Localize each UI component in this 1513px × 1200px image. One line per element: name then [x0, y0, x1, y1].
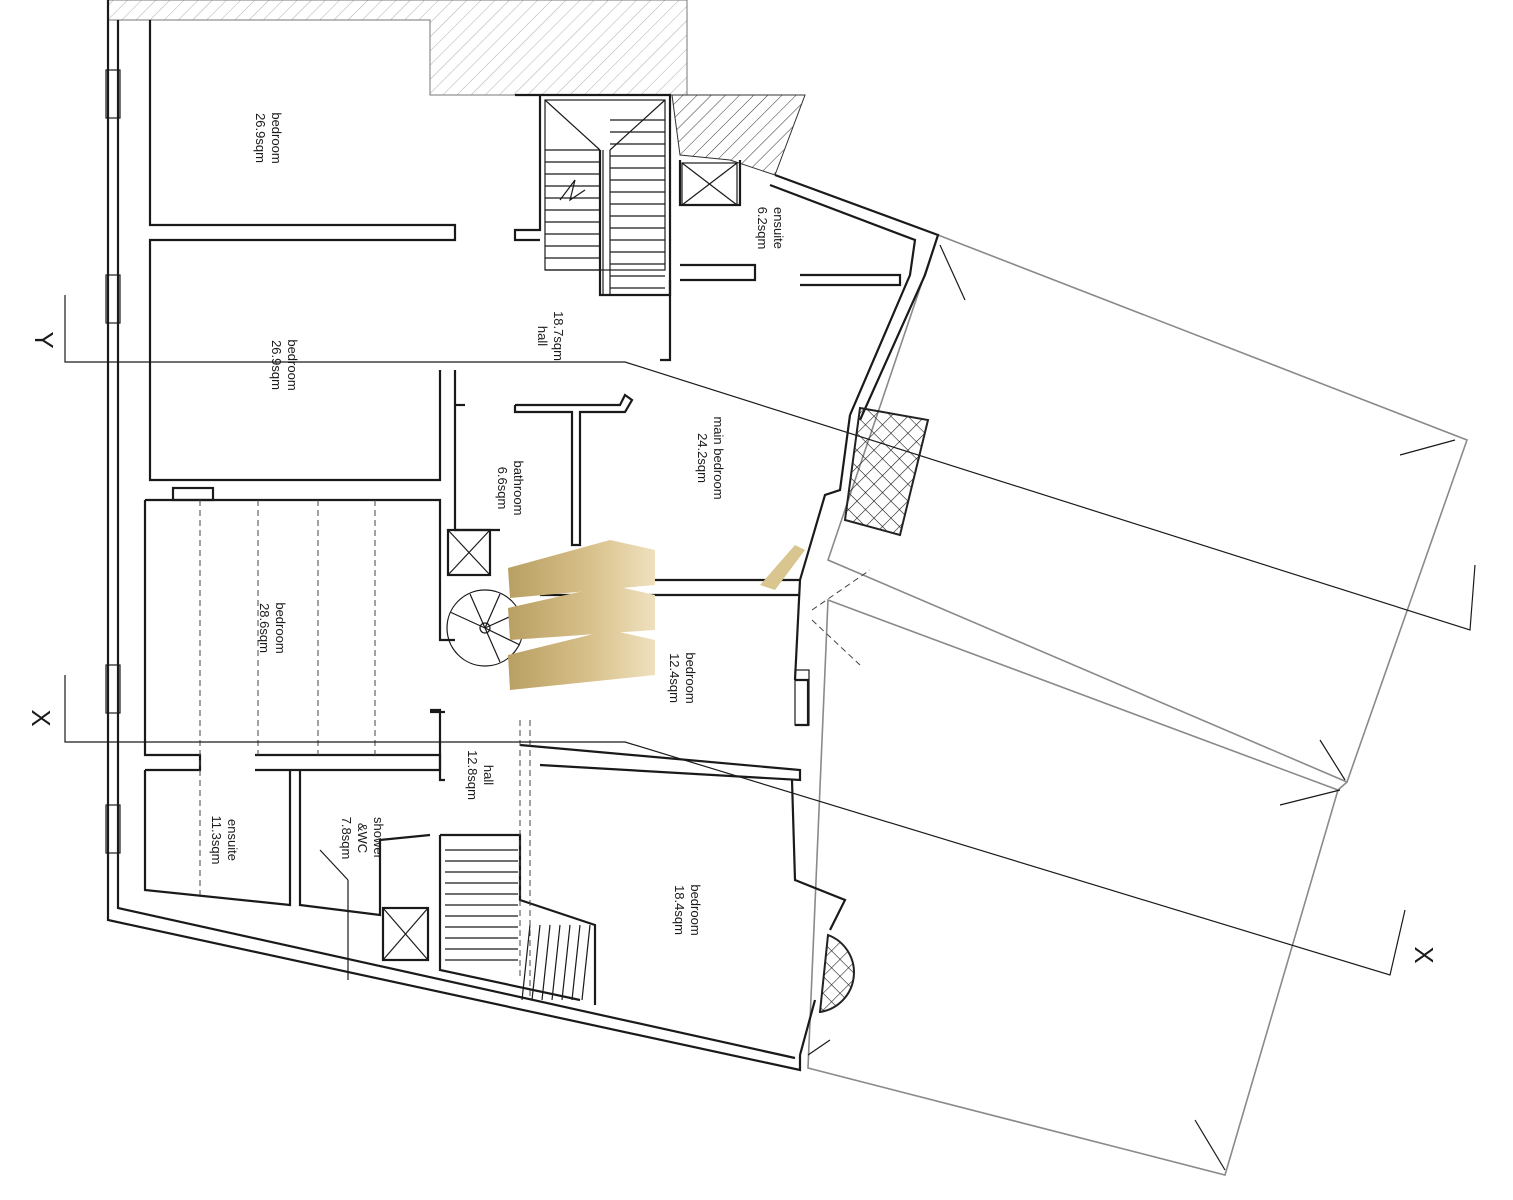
section-x-left: X	[26, 709, 56, 726]
outer-walls	[106, 0, 940, 1072]
room-bed4-name: bedroom	[683, 652, 698, 703]
room-bath-area: 6.6sqm	[495, 467, 510, 510]
room-bed5-name: bedroom	[688, 884, 703, 935]
room-bed5-area: 18.4sqm	[672, 885, 687, 935]
room-hall2-area: 12.8sqm	[465, 750, 480, 800]
stair-tread	[521, 924, 531, 1001]
room-bed4-area: 12.4sqm	[667, 653, 682, 703]
stair-tread	[609, 99, 666, 151]
staircase-upper	[544, 99, 738, 295]
stair-tread	[581, 924, 591, 1001]
room-bed3-area: 28.6sqm	[257, 603, 272, 653]
watermark-logo	[508, 540, 805, 690]
neighbour-hatch	[107, 0, 806, 176]
room-ens2-name: ensuite	[771, 207, 786, 249]
room-main-area: 24.2sqm	[695, 433, 710, 483]
room-bed3-name: bedroom	[273, 602, 288, 653]
stair-tread	[571, 924, 581, 1001]
stair-tread	[561, 924, 571, 1001]
room-hall1-area: hall	[535, 326, 550, 346]
room-shower-area: 7.8sqm	[339, 817, 354, 860]
room-hall2-name: hall	[481, 765, 496, 785]
section-y-left: Y	[29, 331, 59, 348]
section-markers: Y X X	[26, 331, 1439, 963]
room-shower-name: shower	[371, 817, 386, 860]
section-x-right: X	[1409, 946, 1439, 963]
room-ens2-area: 6.2sqm	[755, 207, 770, 250]
stair-tread	[551, 924, 561, 1001]
stair-tread	[544, 99, 601, 151]
room-labels: bedroom 26.9sqm bedroom 26.9sqm bedroom …	[209, 112, 786, 935]
room-bed1-name: bedroom	[269, 112, 284, 163]
room-bed2-name: bedroom	[285, 339, 300, 390]
room-ens1-area: 11.3sqm	[209, 816, 224, 865]
room-main-name: main bedroom	[711, 416, 726, 499]
bay-feature	[818, 933, 855, 1014]
staircase-lower	[445, 849, 591, 1001]
stair-tread	[541, 924, 551, 1001]
chimney-breast	[843, 406, 930, 537]
dashed-lines	[199, 500, 871, 1000]
room-shower-name2: &WC	[355, 823, 370, 853]
section-lines	[64, 295, 1476, 980]
stair-tread	[531, 924, 541, 1001]
terrace	[807, 233, 1469, 1176]
windows	[105, 69, 810, 854]
room-bed1-area: 26.9sqm	[253, 113, 268, 163]
room-bed2-area: 26.9sqm	[269, 340, 284, 390]
room-hall1-name: 18.7sqm	[551, 311, 566, 361]
room-bath-name: bathroom	[511, 461, 526, 516]
room-ens1-name: ensuite	[225, 819, 240, 861]
